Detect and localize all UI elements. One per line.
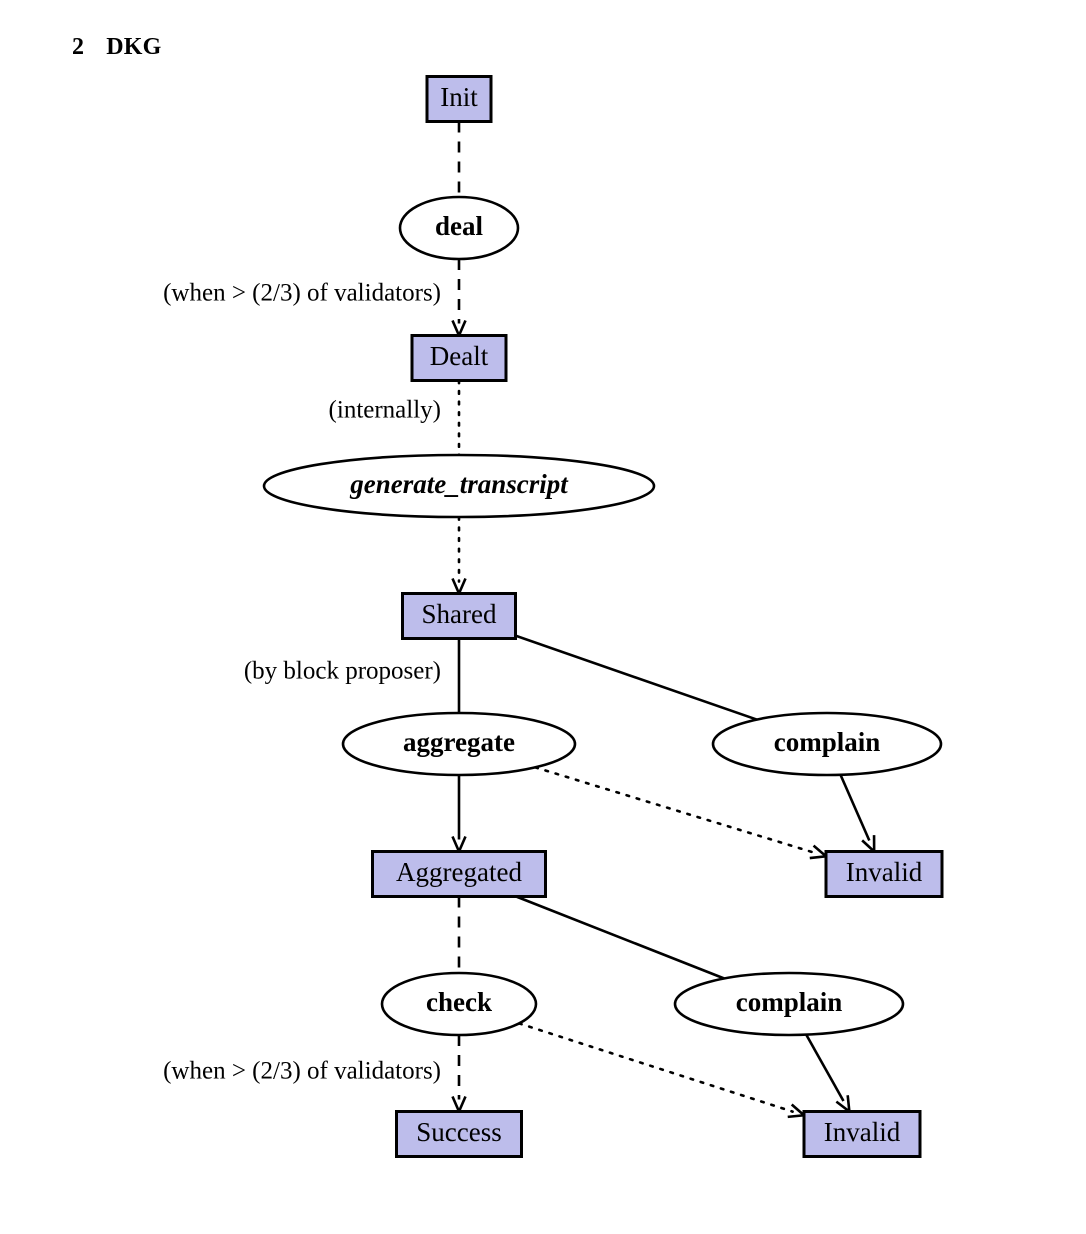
state-box-invalid_lower: [802, 1110, 922, 1158]
node-label-check: check: [426, 987, 492, 1017]
node-complain_upper: complain: [711, 711, 943, 777]
node-invalid_upper: Invalid: [824, 850, 944, 898]
node-label-dealt: Dealt: [430, 341, 489, 371]
state-box-dealt: [410, 334, 508, 382]
node-label-generate_transcript: generate_transcript: [349, 469, 569, 499]
lbl-internally: (internally): [329, 397, 441, 424]
action-ellipse-aggregate: [341, 711, 577, 777]
edge-check-to-invalid_lower: [517, 1022, 794, 1113]
state-box-success: [395, 1110, 523, 1158]
node-dealt: Dealt: [410, 334, 508, 382]
node-label-invalid_upper: Invalid: [846, 857, 923, 887]
node-label-aggregated: Aggregated: [396, 857, 522, 887]
edge-aggregate-to-invalid_upper: [534, 766, 816, 855]
node-aggregate: aggregate: [341, 711, 577, 777]
state-box-invalid_upper: [824, 850, 944, 898]
node-generate_transcript: generate_transcript: [262, 453, 656, 519]
edge-labels-layer: (when > (2/3) of validators) (internally)…: [163, 280, 441, 1085]
arrowhead-check-to-invalid_lower: [787, 1103, 808, 1119]
node-label-invalid_lower: Invalid: [824, 1117, 901, 1147]
edge-aggregated-to-complain_lower: [515, 895, 725, 980]
node-success: Success: [395, 1110, 523, 1158]
node-init: Init: [425, 75, 493, 123]
state-box-aggregated: [371, 850, 547, 898]
lbl-when-dealt: (when > (2/3) of validators): [163, 280, 441, 307]
action-ellipse-deal: [398, 195, 520, 261]
action-ellipse-complain_lower: [673, 971, 905, 1037]
node-label-init: Init: [440, 82, 478, 112]
node-label-shared: Shared: [422, 599, 497, 629]
action-ellipse-check: [380, 971, 538, 1037]
edges-layer: [451, 121, 876, 1119]
node-deal: deal: [398, 195, 520, 261]
lbl-when-success: (when > (2/3) of validators): [163, 1058, 441, 1085]
node-label-aggregate: aggregate: [403, 727, 515, 757]
action-ellipse-complain_upper: [711, 711, 943, 777]
edge-complain_upper-to-invalid_upper: [839, 774, 871, 842]
node-complain_lower: complain: [673, 971, 905, 1037]
edge-complain_lower-to-invalid_lower: [805, 1034, 845, 1102]
node-label-complain_lower: complain: [736, 987, 843, 1017]
node-label-complain_upper: complain: [774, 727, 881, 757]
node-aggregated: Aggregated: [371, 850, 547, 898]
node-check: check: [380, 971, 538, 1037]
action-ellipse-generate_transcript: [262, 453, 656, 519]
node-invalid_lower: Invalid: [802, 1110, 922, 1158]
section-number: 2: [72, 34, 85, 60]
edge-shared-to-complain_upper: [515, 634, 758, 721]
node-label-deal: deal: [435, 211, 484, 241]
lbl-by-proposer: (by block proposer): [244, 658, 441, 685]
state-box-init: [425, 75, 493, 123]
node-label-success: Success: [416, 1117, 501, 1147]
section-title: DKG: [106, 34, 162, 60]
state-box-shared: [401, 592, 517, 640]
node-shared: Shared: [401, 592, 517, 640]
section-heading: 2 DKG: [72, 34, 161, 61]
